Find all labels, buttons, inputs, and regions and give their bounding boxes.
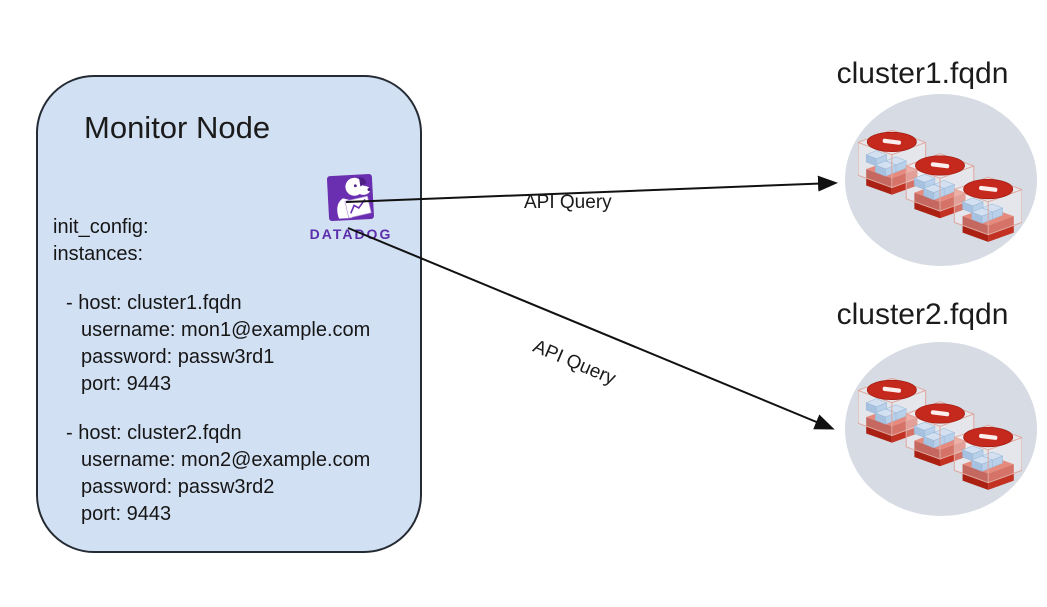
config-instance-2: - host: cluster2.fqdn username: mon2@exa… (53, 420, 370, 528)
cluster1-bubble (845, 94, 1037, 266)
instance1-port: port: 9443 (81, 373, 172, 395)
instance2-username: username: mon2@example.com (81, 449, 371, 471)
datadog-logo: DATADOG (291, 173, 411, 242)
cluster2-bubble (845, 342, 1037, 516)
datadog-wordmark: DATADOG (309, 226, 393, 242)
cluster-nodes-icon (858, 130, 1022, 243)
instance1-username: username: mon1@example.com (81, 319, 371, 341)
instance2-host: - host: cluster2.fqdn (66, 422, 242, 444)
config-init-line: init_config: (53, 216, 149, 238)
datadog-dog-icon (326, 174, 374, 222)
instance1-password: password: passw3rd1 (81, 346, 275, 368)
api-query-label-1: API Query (524, 192, 612, 213)
monitor-node-title: Monitor Node (84, 110, 271, 145)
cluster1-title: cluster1.fqdn (836, 57, 1009, 90)
config-instances-line: instances: (53, 243, 144, 265)
api-query-label-2: API Query (529, 336, 619, 390)
instance2-password: password: passw3rd2 (81, 476, 275, 498)
cluster-nodes-icon (858, 378, 1022, 491)
config-instance-1: - host: cluster1.fqdn username: mon1@exa… (53, 290, 370, 398)
instance2-port: port: 9443 (81, 503, 172, 525)
agent-config-text: init_config: instances: - host: cluster1… (53, 214, 370, 528)
monitor-node-box: Monitor Node init_config: instances: - h… (36, 75, 422, 553)
instance1-host: - host: cluster1.fqdn (66, 292, 242, 314)
cluster2-title: cluster2.fqdn (836, 298, 1009, 331)
